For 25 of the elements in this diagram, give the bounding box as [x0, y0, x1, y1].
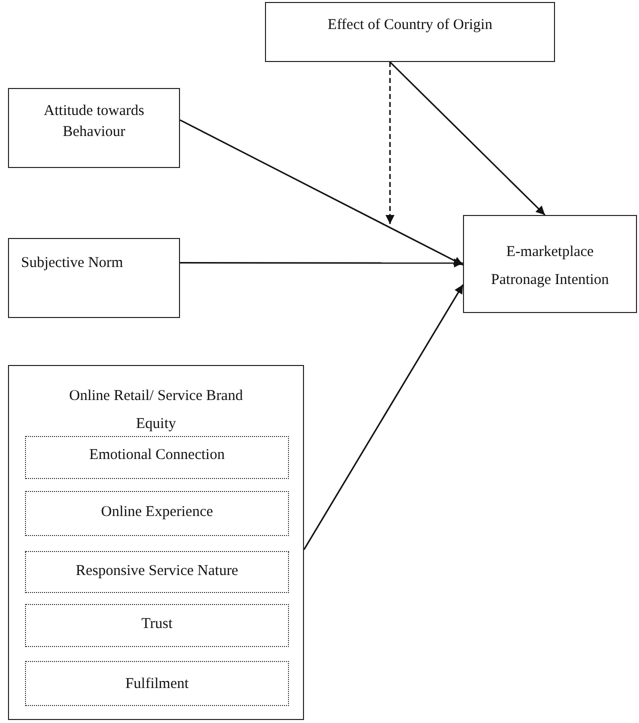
process-box [8, 88, 180, 168]
node-label: Attitude towards Behaviour [42, 102, 146, 142]
arrow [180, 119, 464, 266]
node-label: Fulfilment [124, 675, 190, 694]
group-box [8, 365, 304, 720]
dotted-box [25, 661, 289, 706]
arrow [180, 258, 463, 268]
dotted-box [25, 491, 289, 536]
arrow [303, 284, 464, 550]
node-label: Emotional Connection [88, 446, 226, 465]
arrow [386, 62, 394, 224]
dotted-box [25, 604, 289, 647]
dotted-box [25, 551, 289, 593]
node-label: Responsive Service Nature [74, 562, 240, 581]
process-box [463, 215, 637, 313]
dotted-box [25, 436, 289, 479]
node-label: E-marketplace Patronage Intention [490, 243, 610, 290]
node-label: Effect of Country of Origin [326, 16, 494, 35]
node-label: Trust [140, 615, 174, 634]
process-box [8, 238, 180, 318]
node-label: Online Retail/ Service Brand Equity [68, 387, 244, 434]
node-label: Subjective Norm [21, 254, 124, 273]
arrow [389, 61, 546, 216]
process-box [265, 2, 555, 62]
node-label: Online Experience [100, 503, 214, 522]
